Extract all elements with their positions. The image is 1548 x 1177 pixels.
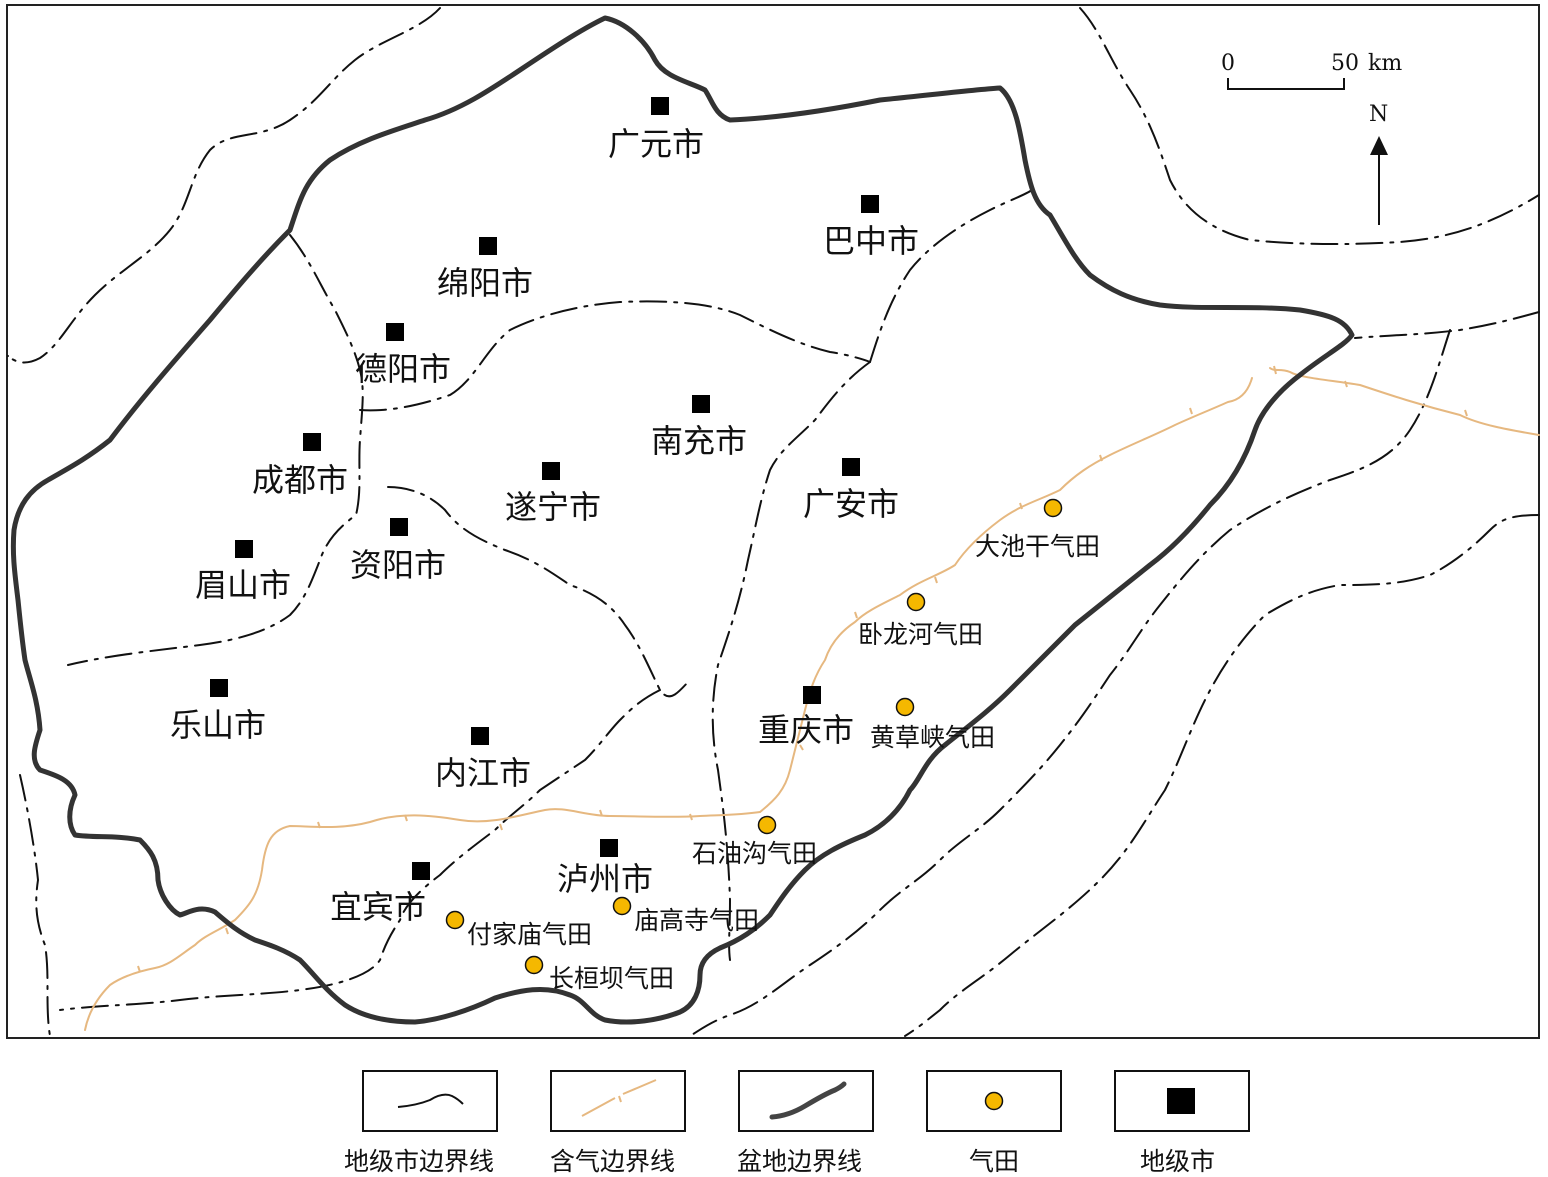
city-label-mianyang: 绵阳市 <box>437 264 533 302</box>
legend-label-prefecture-city: 地级市 <box>1140 1147 1215 1176</box>
city-label-deyang: 德阳市 <box>355 350 451 388</box>
city-label-suining: 遂宁市 <box>505 488 601 526</box>
city-markers <box>210 97 879 880</box>
legend-box-basin-boundary <box>738 1070 874 1132</box>
city-marker-chongqing <box>803 686 821 704</box>
legend-label-gas-field: 气田 <box>969 1147 1019 1176</box>
city-marker-meishan <box>235 540 253 558</box>
city-marker-leshan <box>210 679 228 697</box>
city-label-luzhou: 泸州市 <box>557 860 653 898</box>
city-label-bazhong: 巴中市 <box>823 222 919 260</box>
gas-field-markers <box>445 498 1063 975</box>
scale-unit-label: km <box>1368 51 1402 76</box>
legend-label-gas-boundary: 含气边界线 <box>550 1147 675 1176</box>
legend: 地级市边界线 含气边界线 盆地边界线 气田 地级市 <box>344 1070 1250 1176</box>
city-labels: 广元市 巴中市 绵阳市 德阳市 南充市 成都市 遂宁市 广安市 资阳市 眉山市 … <box>170 125 919 926</box>
city-label-yibin: 宜宾市 <box>330 888 426 926</box>
city-label-leshan: 乐山市 <box>170 706 266 744</box>
scale-zero-label: 0 <box>1221 51 1235 76</box>
city-label-meishan: 眉山市 <box>195 566 291 604</box>
legend-item-gas-field: 气田 <box>926 1070 1062 1176</box>
city-label-chongqing: 重庆市 <box>758 711 854 749</box>
city-marker-mianyang <box>479 237 497 255</box>
gas-field-label-fujiamiao: 付家庙气田 <box>467 920 592 949</box>
gas-field-label-huangcaoxia: 黄草峡气田 <box>870 723 995 752</box>
gas-field-labels: 大池干气田 卧龙河气田 黄草峡气田 石油沟气田 付家庙气田 庙高寺气田 长桓坝气… <box>467 532 1100 993</box>
legend-box-gas-field <box>926 1070 1062 1132</box>
city-marker-guangan <box>842 458 860 476</box>
gas-field-label-shiyougou: 石油沟气田 <box>692 839 817 868</box>
city-marker-neijiang <box>471 727 489 745</box>
gas-field-marker-dachigan <box>1043 498 1063 518</box>
legend-symbol-gas-tick <box>618 1095 622 1103</box>
legend-item-city-boundary: 地级市边界线 <box>344 1070 498 1176</box>
city-label-nanchong: 南充市 <box>651 422 747 460</box>
gas-field-marker-huangcaoxia <box>895 697 915 717</box>
scale-bar: 0 50 km <box>1221 51 1402 90</box>
city-label-ziyang: 资阳市 <box>350 546 446 584</box>
gas-field-marker-changyuanba <box>524 955 544 975</box>
legend-symbol-gas-boundary <box>581 1079 657 1117</box>
city-marker-guangyuan <box>651 97 669 115</box>
city-marker-nanchong <box>692 395 710 413</box>
city-marker-suining <box>542 462 560 480</box>
city-label-guangan: 广安市 <box>803 485 899 523</box>
legend-label-city-boundary: 地级市边界线 <box>344 1147 494 1176</box>
legend-item-gas-boundary: 含气边界线 <box>550 1070 686 1176</box>
gas-field-marker-fujiamiao <box>445 910 465 930</box>
gas-field-label-wolonghe: 卧龙河气田 <box>858 620 983 649</box>
city-boundary-lines <box>7 7 1540 1037</box>
legend-symbol-city-boundary <box>397 1093 464 1108</box>
gas-field-marker-shiyougou <box>757 815 777 835</box>
scale-bar-line <box>1227 78 1345 90</box>
legend-box-gas-boundary <box>550 1070 686 1132</box>
gas-field-label-dachigan: 大池干气田 <box>975 532 1100 561</box>
gas-bearing-boundary-lines <box>84 367 1540 1031</box>
city-marker-deyang <box>386 323 404 341</box>
city-marker-chengdu <box>303 433 321 451</box>
scale-distance-label: 50 <box>1331 51 1359 76</box>
north-arrow-head <box>1370 136 1388 155</box>
city-marker-yibin <box>412 862 430 880</box>
legend-symbol-gas-field <box>984 1091 1004 1111</box>
city-label-neijiang: 内江市 <box>435 754 531 792</box>
map-frame <box>6 4 1540 1039</box>
legend-symbol-prefecture-city <box>1167 1088 1195 1114</box>
city-label-chengdu: 成都市 <box>252 461 348 499</box>
city-marker-ziyang <box>390 518 408 536</box>
gas-field-label-changyuanba: 长桓坝气田 <box>549 964 674 993</box>
gas-field-label-miaogaosi: 庙高寺气田 <box>634 906 759 935</box>
city-marker-luzhou <box>600 839 618 857</box>
north-arrow: N <box>1369 102 1388 225</box>
gas-field-marker-miaogaosi <box>612 896 632 916</box>
legend-symbol-basin-boundary <box>769 1081 847 1120</box>
gas-boundary-ticks <box>137 365 1468 973</box>
legend-label-basin-boundary: 盆地边界线 <box>737 1147 862 1176</box>
north-label: N <box>1369 102 1388 127</box>
legend-item-prefecture-city: 地级市 <box>1114 1070 1250 1176</box>
city-label-guangyuan: 广元市 <box>608 125 704 163</box>
city-marker-bazhong <box>861 195 879 213</box>
gas-field-marker-wolonghe <box>906 592 926 612</box>
basin-boundary-line <box>10 15 1355 1025</box>
legend-item-basin-boundary: 盆地边界线 <box>737 1070 874 1176</box>
